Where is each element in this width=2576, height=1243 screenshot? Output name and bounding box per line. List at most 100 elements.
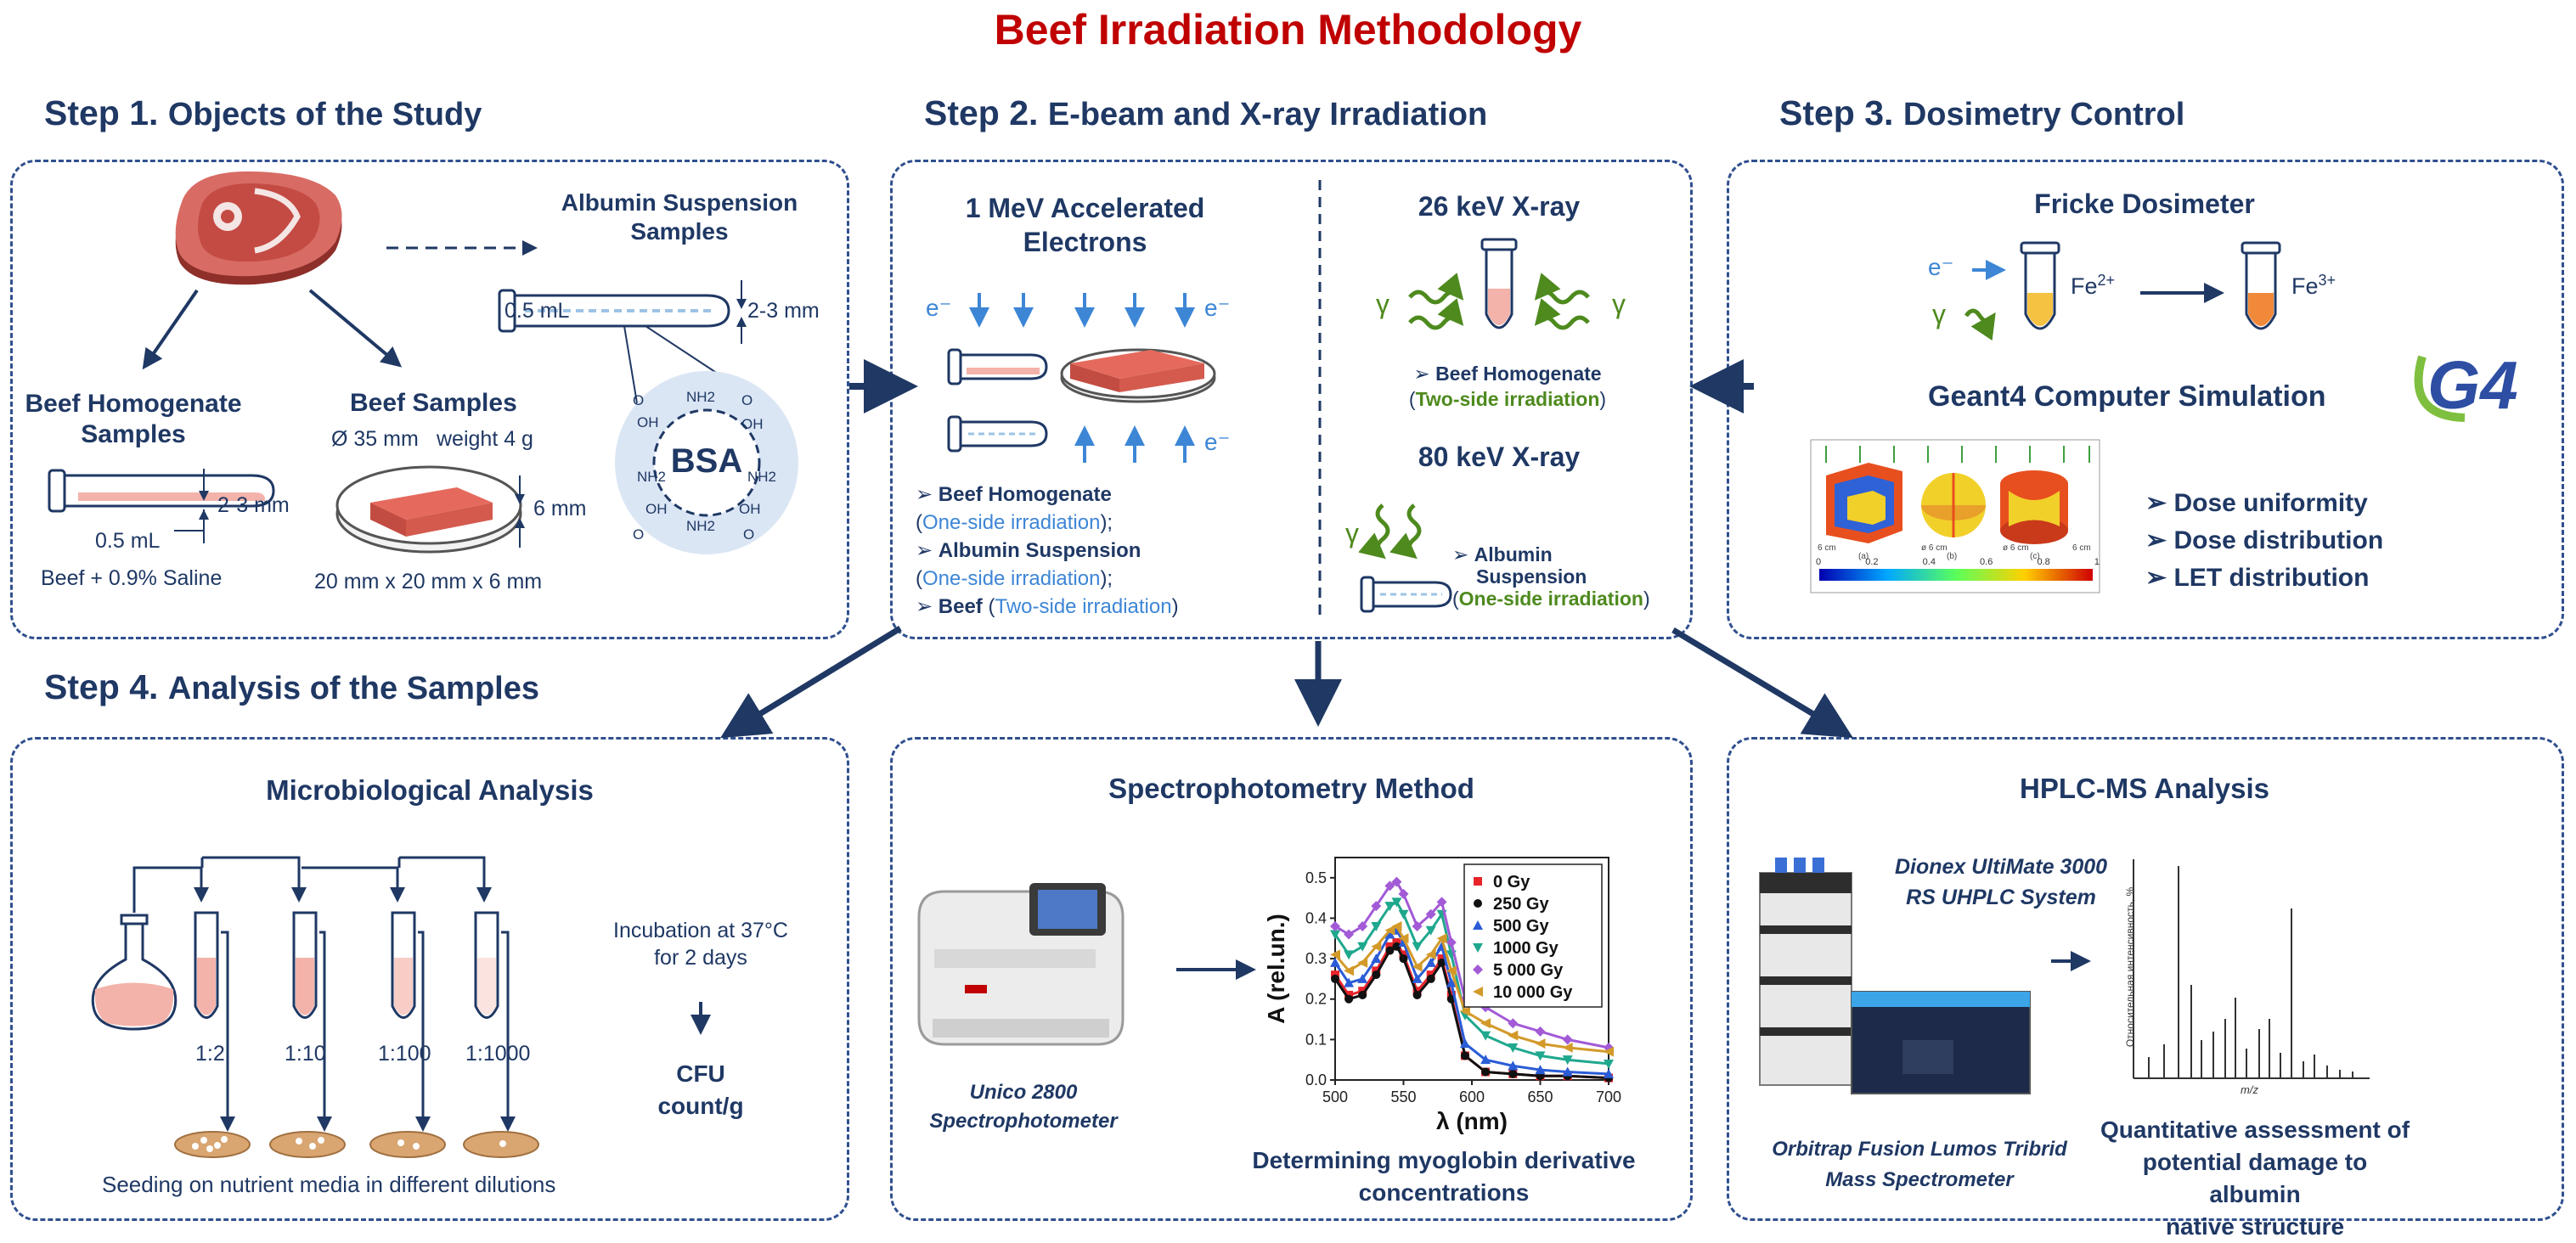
series-point-2: [1344, 977, 1355, 987]
series-point-4: [1535, 1026, 1546, 1037]
fricke-electron-label: e⁻: [1928, 254, 1954, 280]
ms-device-caption: Orbitrap Fusion Lumos Tribrid Mass Spect…: [1772, 1138, 2067, 1191]
series-point-2: [1459, 1038, 1470, 1049]
ebeam-list-item-mode: (One-side irradiation);: [916, 511, 1113, 534]
fricke-gamma-label: γ: [1932, 299, 1946, 329]
geant4-simulation-image: [1810, 439, 2100, 593]
homogenate-composition: Beef + 0.9% Saline: [41, 566, 223, 590]
sim-dim-4: 6 cm: [2072, 543, 2091, 553]
bsa-group-nh2-top: NH2: [686, 389, 716, 405]
spectro-device-caption: Unico 2800 Spectrophotometer: [929, 1081, 1118, 1133]
series-point-1: [1385, 946, 1395, 955]
y-tick-label: 0.4: [1305, 909, 1327, 926]
hplc-caption: Quantitative assessment of potential dam…: [2100, 1116, 2410, 1240]
homogenate-volume: 0.5 mL: [95, 529, 161, 553]
series-point-2: [1446, 977, 1457, 987]
bsa-group-o-2: O: [741, 392, 753, 408]
albumin-volume: 0.5 mL: [504, 299, 570, 323]
mass-spectrum: [2133, 859, 2370, 1079]
sim-panel-a: (a): [1858, 552, 1869, 561]
beef-diameter: Ø 35 mm: [331, 427, 419, 451]
colorbar-ticks: 0 0.2 0.4 0.6 0.8 1: [1816, 557, 2100, 567]
homogenate-title: Beef Homogenate Samples: [25, 390, 242, 448]
series-point-3: [1535, 1051, 1546, 1061]
legend-marker-4: [1473, 965, 1483, 975]
fe3-label: Fe3+: [2291, 272, 2336, 299]
x-tick-label: 700: [1596, 1088, 1621, 1105]
series-point-5: [1446, 965, 1457, 976]
series-point-5: [1371, 941, 1382, 952]
hplc-system-image: [1759, 858, 2031, 1094]
ebeam-beef-dish: [1060, 348, 1216, 403]
series-point-2: [1357, 973, 1368, 983]
series-point-3: [1371, 921, 1382, 931]
dilution-label-2: 1:10: [285, 1042, 326, 1066]
ebeam-list-item: ➢ Albumin Suspension: [916, 539, 1141, 562]
fricke-tube-fe2: [2020, 241, 2060, 330]
dilution-tube-3: [391, 911, 416, 1019]
bsa-group-nh2-left: NH2: [637, 469, 667, 485]
series-point-4: [1412, 920, 1423, 931]
series-point-3: [1384, 902, 1395, 912]
series-point-1: [1392, 942, 1401, 951]
series-point-5: [1562, 1042, 1573, 1053]
petri-dish-1: [174, 1131, 251, 1158]
y-tick-label: 0.3: [1305, 950, 1327, 967]
series-point-2: [1508, 1060, 1519, 1071]
legend-marker-3: [1473, 943, 1483, 953]
series-point-3: [1344, 950, 1355, 960]
series-point-1: [1344, 994, 1354, 1004]
series-point-3: [1508, 1043, 1519, 1053]
dilution-tube-1: [194, 911, 219, 1019]
series-point-4: [1330, 920, 1340, 931]
series-point-1: [1331, 974, 1339, 983]
beef-height: 6 mm: [533, 497, 587, 520]
series-point-5: [1412, 961, 1423, 972]
sim-panel-b: (b): [1947, 552, 1958, 561]
series-point-1: [1358, 990, 1367, 999]
bsa-group-o-3: O: [633, 526, 645, 543]
gamma-label-26-right: γ: [1612, 289, 1626, 319]
electron-label-left: e⁻: [926, 295, 952, 321]
y-tick-label: 0.1: [1305, 1031, 1327, 1048]
bsa-group-oh-4: OH: [739, 501, 761, 517]
series-point-2: [1562, 1066, 1573, 1077]
series-point-5: [1344, 965, 1355, 976]
xray26-tube: [1480, 238, 1518, 329]
sim-dim-1: 6 cm: [1818, 543, 1836, 553]
series-point-2: [1412, 973, 1423, 983]
legend-entry-0: 0 Gy: [1493, 873, 1530, 891]
ms-ylabel: Относительная интенсивность, %: [2124, 886, 2136, 1048]
step4-heading: Step 4. Analysis of the Samples: [44, 667, 539, 706]
ebeam-albumin-tube: [947, 415, 1048, 453]
legend-entry-2: 500 Gy: [1493, 917, 1549, 936]
series-point-5: [1535, 1038, 1546, 1049]
spectro-title: Spectrophotometry Method: [1108, 773, 1474, 804]
gamma-label-80: γ: [1345, 518, 1359, 548]
arrow-to-hplc: [1671, 627, 1854, 739]
series-point-4: [1446, 937, 1457, 948]
micro-title: Microbiological Analysis: [266, 774, 594, 806]
series-point-4: [1344, 929, 1355, 940]
sim-dim-2: ø 6 cm: [1921, 543, 1948, 553]
series-point-1: [1399, 954, 1408, 964]
legend-entry-3: 1000 Gy: [1493, 939, 1559, 958]
chart-x-axis-label: λ (nm): [1436, 1108, 1508, 1134]
legend-marker-2: [1473, 920, 1483, 930]
series-point-1: [1508, 1069, 1518, 1078]
bsa-group-o-4: O: [743, 526, 755, 543]
beef-petri-dish: [335, 465, 522, 554]
series-point-2: [1480, 1055, 1491, 1065]
xray26-title: 26 keV X-ray: [1418, 191, 1581, 222]
hplc-title: HPLC-MS Analysis: [2019, 773, 2269, 804]
electron-label-right: e⁻: [1204, 295, 1231, 321]
legend-entry-4: 5 000 Gy: [1493, 961, 1564, 980]
ebeam-list-item: ➢ Beef (Two-side irradiation): [916, 595, 1179, 618]
bsa-label: BSA: [670, 442, 743, 480]
legend-entry-5: 10 000 Gy: [1493, 983, 1573, 1002]
petri-dish-4: [463, 1131, 539, 1158]
steak-icon: [175, 171, 342, 285]
hplc-system-caption: Dionex UltiMate 3000 RS UHPLC System: [1894, 855, 2108, 909]
series-point-4: [1398, 888, 1409, 899]
